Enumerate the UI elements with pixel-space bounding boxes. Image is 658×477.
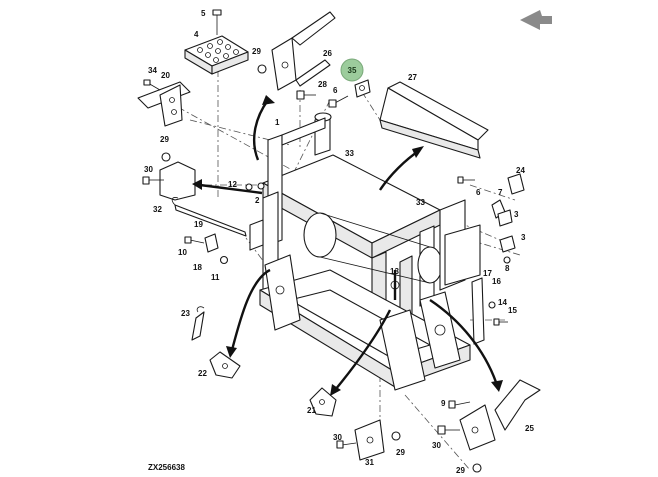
diagram-reference-code: ZX256638 xyxy=(148,463,185,472)
label-18: 18 xyxy=(193,263,202,272)
label-20: 20 xyxy=(161,71,170,80)
label-12: 12 xyxy=(228,180,237,189)
label-8: 8 xyxy=(505,264,510,273)
label-11: 11 xyxy=(211,273,220,282)
label-26: 26 xyxy=(323,49,332,58)
bracket-26 xyxy=(257,11,336,91)
label-3-upper: 3 xyxy=(514,210,519,219)
highlighted-part-callout[interactable]: 35 xyxy=(340,58,364,82)
label-30-left: 30 xyxy=(144,165,153,174)
label-3-lower: 3 xyxy=(521,233,526,242)
label-22: 22 xyxy=(198,369,207,378)
lever-25 xyxy=(437,379,541,473)
step-plate xyxy=(184,9,249,75)
label-24: 24 xyxy=(516,166,525,175)
label-19: 19 xyxy=(194,220,203,229)
label-32: 32 xyxy=(153,205,162,214)
label-29-left: 29 xyxy=(160,135,169,144)
label-29-top: 29 xyxy=(252,47,261,56)
latch-22 xyxy=(209,351,241,379)
label-31: 31 xyxy=(365,458,374,467)
label-34: 34 xyxy=(148,66,157,75)
label-16: 16 xyxy=(492,277,501,286)
bracket-31 xyxy=(336,419,401,461)
flow-arrows xyxy=(192,95,503,396)
label-14: 14 xyxy=(498,298,507,307)
right-fasteners xyxy=(457,173,525,345)
label-29-bottom: 29 xyxy=(396,448,405,457)
bracket-32 xyxy=(142,152,196,201)
cover-plate-27 xyxy=(379,81,489,159)
label-7: 7 xyxy=(498,188,503,197)
main-frame xyxy=(249,112,481,391)
bolt-set-upper xyxy=(296,79,371,108)
latch-21 xyxy=(309,387,337,417)
direction-arrow-icon xyxy=(520,10,552,30)
label-17: 17 xyxy=(483,269,492,278)
label-23: 23 xyxy=(181,309,190,318)
label-1: 1 xyxy=(275,118,280,127)
label-5: 5 xyxy=(201,9,206,18)
label-9: 9 xyxy=(441,399,446,408)
label-10: 10 xyxy=(178,248,187,257)
label-15: 15 xyxy=(508,306,517,315)
label-25: 25 xyxy=(525,424,534,433)
part-labels: 5 4 29 26 34 20 28 6 27 1 29 33 30 24 12… xyxy=(144,9,534,475)
label-33-top: 33 xyxy=(345,149,354,158)
hook-23 xyxy=(191,306,205,341)
label-13: 13 xyxy=(390,267,399,276)
label-6-top: 6 xyxy=(333,86,338,95)
label-21: 21 xyxy=(307,406,316,415)
label-28: 28 xyxy=(318,80,327,89)
bracket-20 xyxy=(137,79,191,127)
label-2: 2 xyxy=(255,196,260,205)
label-29-right: 29 xyxy=(456,466,465,475)
label-6-right: 6 xyxy=(476,188,481,197)
label-30-right: 30 xyxy=(432,441,441,450)
callout-35-label: 35 xyxy=(348,66,357,75)
label-4: 4 xyxy=(194,30,199,39)
label-27: 27 xyxy=(408,73,417,82)
rod-19 xyxy=(171,182,265,265)
label-33-mid: 33 xyxy=(416,198,425,207)
label-30-bottom: 30 xyxy=(333,433,342,442)
